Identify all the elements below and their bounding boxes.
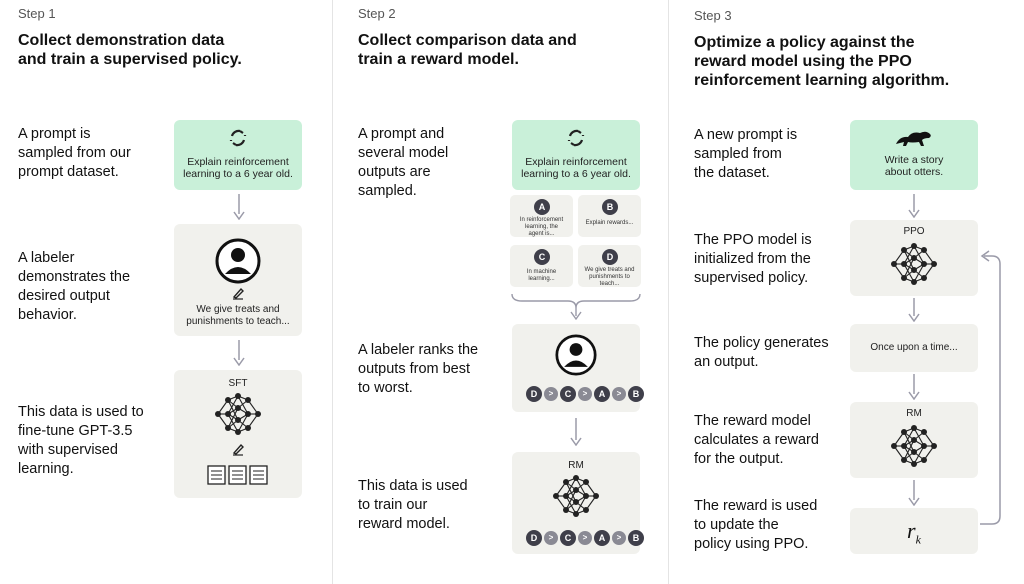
step-1-label: Step 1 xyxy=(18,6,56,21)
column-divider-2 xyxy=(668,0,669,584)
column-divider-1 xyxy=(332,0,333,584)
reward-symbol: rk xyxy=(907,518,921,547)
ranking-row: D > C > A > B xyxy=(526,530,644,546)
rm-label: RM xyxy=(906,408,922,419)
labeler-person-icon xyxy=(555,334,597,376)
output-letter-d: D xyxy=(602,249,618,265)
ranking-row: D > C > A > B xyxy=(526,386,644,402)
step-3-reward-box: rk xyxy=(850,508,978,554)
step-3-output-box: Once upon a time... xyxy=(850,324,978,372)
neural-net-icon xyxy=(891,243,937,285)
step-3-arrow-4 xyxy=(908,480,920,506)
step-1-title: Collect demonstration data and train a s… xyxy=(18,32,242,68)
step-3-arrow-1 xyxy=(908,194,920,218)
output-letter-c: C xyxy=(534,249,550,265)
rm-label: RM xyxy=(568,460,584,471)
labeler-person-icon xyxy=(215,238,261,284)
step-2-rm-box: RM D > C > A > B xyxy=(512,452,644,554)
outputs-brace xyxy=(511,293,641,320)
step-2-label: Step 2 xyxy=(358,6,396,21)
document-icon xyxy=(207,465,268,485)
step-3-rm-box: RM xyxy=(850,402,978,478)
step-3-arrow-3 xyxy=(908,374,920,400)
recycle-arrows-icon xyxy=(229,129,247,147)
neural-net-icon xyxy=(553,475,599,517)
output-letter-b: B xyxy=(602,199,618,215)
step-3-label: Step 3 xyxy=(694,8,732,23)
step-3-output-text: Once upon a time... xyxy=(870,342,958,353)
neural-net-icon xyxy=(891,425,937,467)
output-letter-a: A xyxy=(534,199,550,215)
step-2-ranking-box: D > C > A > B xyxy=(512,324,644,412)
loop-arrow-icon xyxy=(980,250,1001,525)
ppo-label: PPO xyxy=(903,226,925,237)
recycle-arrows-icon xyxy=(567,129,585,147)
step-1-sft-box: SFT xyxy=(174,370,302,498)
step-3-ppo-box: PPO xyxy=(850,220,978,296)
step-2-arrow xyxy=(570,418,582,446)
neural-net-icon xyxy=(215,393,261,435)
step-1-arrow-2 xyxy=(233,340,245,366)
otter-icon xyxy=(896,131,931,146)
step-1-arrow-1 xyxy=(233,194,245,220)
sft-label: SFT xyxy=(228,378,248,389)
step-3-arrow-2 xyxy=(908,298,920,322)
output-card-b: B Explain rewards... xyxy=(578,195,641,237)
pencil-icon xyxy=(232,443,244,456)
pencil-icon xyxy=(232,287,244,300)
output-text-b: Explain rewards... xyxy=(585,220,634,226)
